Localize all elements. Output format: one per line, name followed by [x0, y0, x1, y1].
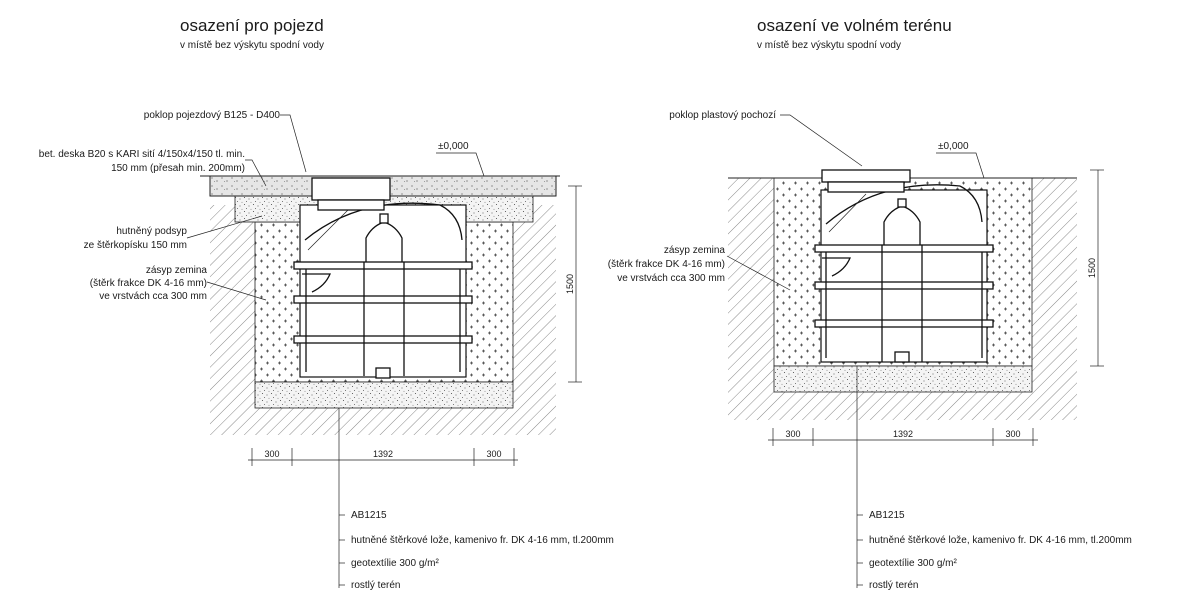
left-dim-side-right: 300 [486, 449, 501, 459]
right-fill-label-1: zásyp zemina [664, 245, 726, 256]
right-cover-lid [821, 169, 911, 183]
right-fill-label-3: ve vrstvách cca 300 mm [617, 273, 725, 284]
left-slab-label-2: 150 mm (přesah min. 200mm) [111, 163, 245, 174]
left-cover-ring [311, 177, 391, 201]
left-dim-width: 1392 [373, 449, 393, 459]
left-legend-item: rostlý terén [351, 580, 400, 591]
left-legend-item: hutněné štěrkové lože, kamenivo fr. DK 4… [351, 535, 614, 546]
left-bed-label-2: ze štěrkopísku 150 mm [84, 240, 187, 251]
left-soil-hatch-bottom [255, 408, 513, 435]
right-fill-leader [726, 255, 791, 291]
left-fill-leader [206, 281, 267, 301]
left-level-leader [436, 152, 485, 177]
right-soil-hatch-right [1032, 178, 1077, 420]
right-tank [814, 169, 994, 363]
left-soil-hatch-left [210, 205, 255, 435]
right-fill-label-2: (štěrk frakce DK 4-16 mm) [608, 259, 725, 270]
left-gravel-base [254, 381, 514, 409]
left-drawing: osazení pro pojezd v místě bez výskytu s… [39, 16, 614, 591]
left-level-label: ±0,000 [438, 141, 469, 152]
left-fill-label-3: ve vrstvách cca 300 mm [99, 291, 207, 302]
right-legend-item: hutněné štěrkové lože, kamenivo fr. DK 4… [869, 535, 1132, 546]
right-dim-width: 1392 [893, 429, 913, 439]
right-dim-side-left: 300 [785, 429, 800, 439]
left-slab-label-1: bet. deska B20 s KARI sití 4/150x4/150 t… [39, 149, 245, 160]
right-legend-item: AB1215 [869, 510, 905, 521]
left-legend-item: AB1215 [351, 510, 387, 521]
right-title: osazení ve volném terénu [757, 16, 952, 35]
right-level-label: ±0,000 [938, 141, 969, 152]
left-subtitle: v místě bez výskytu spodní vody [180, 40, 324, 51]
right-legend-item: geotextílie 300 g/m² [869, 558, 957, 569]
right-gravel-base [773, 365, 1033, 393]
right-soil-hatch-left [728, 178, 774, 420]
right-dim-side-right: 300 [1005, 429, 1020, 439]
left-lid-leader [280, 114, 307, 173]
left-lid-label: poklop pojezdový B125 - D400 [144, 110, 281, 121]
left-dim-side-left: 300 [264, 449, 279, 459]
left-tank [293, 177, 473, 379]
left-fill-label-1: zásyp zemina [146, 265, 208, 276]
left-fill-label-2: (štěrk frakce DK 4-16 mm) [90, 278, 207, 289]
right-height-dim: 1500 [1087, 258, 1097, 278]
right-lid-leader [780, 114, 863, 167]
left-soil-hatch-right [513, 205, 556, 435]
left-height-dim: 1500 [565, 274, 575, 294]
left-title: osazení pro pojezd [180, 16, 324, 35]
left-slab-leader [245, 159, 267, 187]
right-soil-hatch-bottom [774, 392, 1032, 420]
left-bed-leader [186, 215, 263, 239]
right-subtitle: v místě bez výskytu spodní vody [757, 40, 901, 51]
right-level-leader [936, 152, 985, 179]
left-legend-item: geotextílie 300 g/m² [351, 558, 439, 569]
right-drawing: osazení ve volném terénu v místě bez výs… [608, 16, 1132, 591]
left-bed-label-1: hutněný podsyp [116, 226, 187, 237]
right-legend-item: rostlý terén [869, 580, 918, 591]
right-lid-label: poklop plastový pochozí [669, 110, 776, 121]
